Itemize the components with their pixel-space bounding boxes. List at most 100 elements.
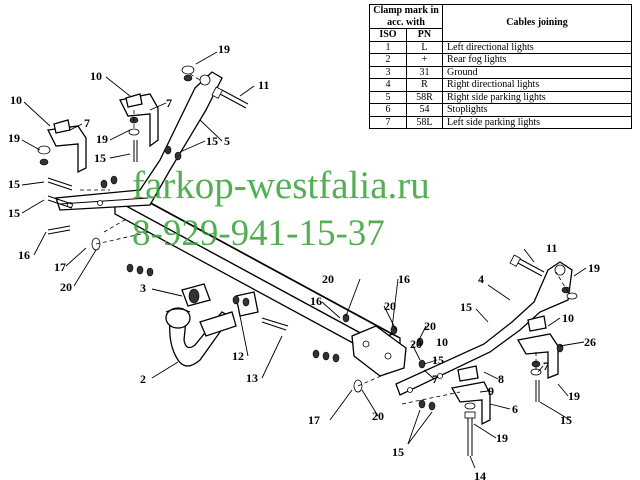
table-cell-cable: Ground: [442, 65, 632, 79]
table-cell-pn: 58R: [405, 90, 444, 104]
callout-15: 15: [94, 151, 106, 165]
table-row: 4 R Right directional lights: [369, 78, 632, 92]
right-side-bracket: [395, 261, 573, 396]
callout-10: 10: [10, 93, 22, 107]
callout-19: 19: [96, 132, 108, 146]
callout-19: 19: [218, 42, 230, 56]
table-cell-pn: R: [405, 78, 444, 92]
callout-15: 15: [8, 206, 20, 220]
table-cell-cable: Left side parking lights: [442, 115, 632, 129]
bolt-left-11: [211, 86, 249, 109]
callout-16: 16: [398, 272, 410, 286]
table-cell-iso: 1: [369, 40, 407, 54]
callout-8: 8: [498, 372, 504, 386]
table-cell-pn: 58L: [405, 115, 444, 129]
table-cell-iso: 5: [369, 90, 407, 104]
table-cell-iso: 2: [369, 53, 407, 67]
table-header-cables: Cables joining: [442, 4, 632, 42]
table-cell-iso: 3: [369, 65, 407, 79]
callout-6: 6: [512, 402, 518, 416]
callout-20: 20: [372, 409, 384, 423]
ball-clamp: [181, 283, 211, 307]
callout-15: 15: [432, 353, 444, 367]
callout-5: 5: [224, 134, 230, 148]
bolt-vertical-14: [464, 411, 476, 456]
callout-10: 10: [90, 69, 102, 83]
callout-10: 10: [562, 311, 574, 325]
callout-7: 7: [432, 372, 438, 386]
callout-7: 7: [166, 96, 172, 110]
callout-15: 15: [8, 177, 20, 191]
beam-end-bracket: [351, 325, 407, 377]
cable-joining-table: Clamp mark in acc. with Cables joining I…: [369, 4, 632, 129]
table-header-clamp: Clamp mark in acc. with: [369, 4, 443, 29]
table-row: 7 58L Left side parking lights: [369, 115, 632, 129]
leader-lines: [21, 51, 587, 469]
callout-numbers: 19 10 7 11 10 7 5 19 19 15 15 15 15 16 1…: [8, 42, 600, 480]
callout-14: 14: [474, 469, 486, 480]
callout-20: 20: [322, 272, 334, 286]
callout-15: 15: [206, 134, 218, 148]
table-cell-cable: Left directional lights: [442, 40, 632, 54]
table-cell-cable: Stoplights: [442, 103, 632, 117]
left-plate-lower: [47, 119, 87, 174]
table-cell-pn: 31: [405, 65, 444, 79]
callout-17: 17: [54, 260, 66, 274]
callout-7: 7: [543, 359, 549, 373]
table-row: 6 54 Stoplights: [369, 103, 632, 117]
right-plate-upper: [516, 315, 559, 379]
callout-11: 11: [258, 78, 269, 92]
table-cell-pn: +: [405, 53, 444, 67]
bolt-vertical-right: [535, 380, 540, 402]
callout-9: 9: [488, 384, 494, 398]
table-cell-cable: Right side parking lights: [442, 90, 632, 104]
bolt-vertical-left: [133, 140, 138, 162]
table-cell-cable: Right directional lights: [442, 78, 632, 92]
callout-19: 19: [496, 431, 508, 445]
main-cross-beam: [113, 191, 401, 358]
callout-4: 4: [478, 272, 484, 286]
callout-20: 20: [424, 319, 436, 333]
table-cell-iso: 7: [369, 115, 407, 129]
tow-ball-neck: [165, 307, 237, 367]
callout-20: 20: [60, 280, 72, 294]
watermark-site: farkop-westfalia.ru: [132, 164, 430, 207]
table-row: 5 58R Right side parking lights: [369, 90, 632, 104]
callout-19: 19: [8, 131, 20, 145]
callout-3: 3: [140, 281, 146, 295]
callout-20: 20: [384, 299, 396, 313]
callout-16: 16: [18, 248, 30, 262]
callout-15: 15: [560, 413, 572, 427]
callout-26: 26: [584, 335, 596, 349]
table-cell-iso: 4: [369, 78, 407, 92]
callout-2: 2: [140, 372, 146, 386]
callout-20: 20: [410, 337, 422, 351]
callout-15: 15: [460, 300, 472, 314]
callout-10: 10: [436, 335, 448, 349]
table-header-pn: PN: [405, 28, 444, 42]
table-row: 3 31 Ground: [369, 65, 632, 79]
assembly-guide-lines: [80, 73, 569, 405]
bolt-right-11: [509, 254, 545, 277]
table-header-iso: ISO: [369, 28, 407, 42]
callout-12: 12: [232, 349, 244, 363]
table-cell-iso: 6: [369, 103, 407, 117]
callout-19: 19: [588, 261, 600, 275]
callout-15: 15: [392, 445, 404, 459]
callout-17: 17: [308, 413, 320, 427]
callout-13: 13: [246, 371, 258, 385]
table-row: 1 L Left directional lights: [369, 40, 632, 54]
table-cell-pn: 54: [405, 103, 444, 117]
callout-16: 16: [310, 294, 322, 308]
callout-11: 11: [546, 241, 557, 255]
nuts-along-beam: [100, 175, 578, 411]
table-cell-pn: L: [405, 40, 444, 54]
left-plate-upper: [119, 93, 159, 148]
watermark-phone: 8-929-941-15-37: [132, 213, 385, 254]
right-plate-lower: [450, 365, 491, 426]
left-side-bracket: [55, 71, 223, 211]
callout-19: 19: [568, 389, 580, 403]
callout-7: 7: [84, 116, 90, 130]
table-row: 2 + Rear fog lights: [369, 53, 632, 67]
